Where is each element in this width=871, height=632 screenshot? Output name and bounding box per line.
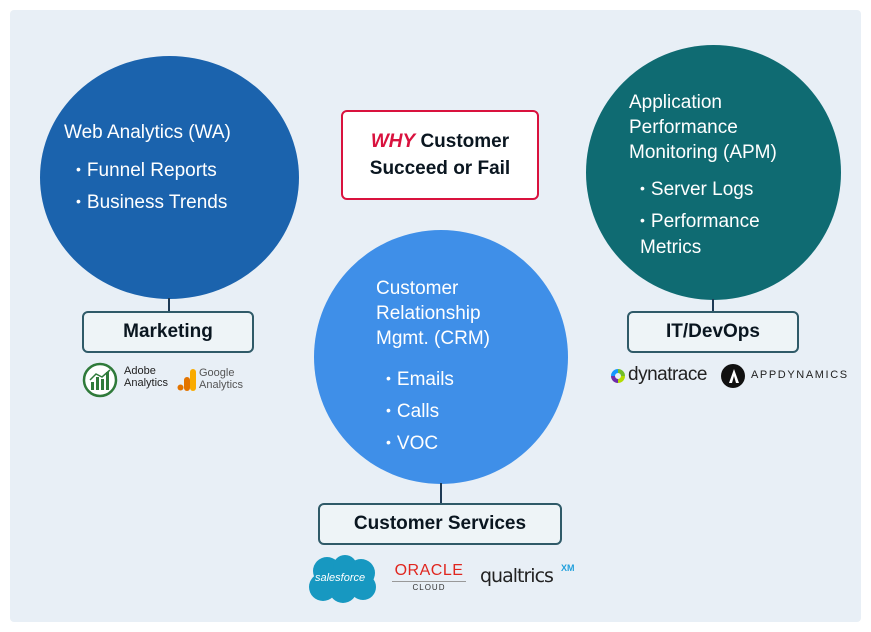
why-line2: Succeed or Fail — [369, 158, 511, 179]
adobe-line2: Analytics — [124, 377, 169, 389]
dynatrace-logo: dynatrace — [609, 364, 713, 388]
why-line1-rest: Customer — [415, 131, 510, 152]
google-line1: Google — [199, 367, 235, 379]
google-line2: Analytics — [199, 379, 244, 391]
adobe-line1: Adobe — [124, 365, 156, 377]
oracle-cloud-logo: ORACLE CLOUD — [388, 562, 470, 598]
qualtrics-text: qualtrics — [480, 565, 554, 587]
customer-services-connector — [440, 483, 442, 504]
apm-title: Application Performance Monitoring (APM) — [629, 92, 777, 163]
qualtrics-xm: XM — [561, 563, 575, 573]
list-item: •Funnel Reports — [76, 160, 217, 181]
crm-title: Customer Relationship Mgmt. (CRM) — [376, 278, 490, 349]
list-item: •Calls — [386, 401, 440, 422]
web-analytics-title: Web Analytics (WA) — [64, 122, 231, 143]
apm-circle: Application Performance Monitoring (APM)… — [586, 45, 841, 300]
why-text: WHY — [370, 131, 416, 152]
list-item: •Emails — [386, 369, 454, 390]
crm-circle: Customer Relationship Mgmt. (CRM) •Email… — [314, 230, 568, 484]
salesforce-cloud-icon — [309, 555, 376, 603]
qualtrics-logo: qualtrics XM — [480, 559, 580, 593]
salesforce-text: salesforce — [315, 572, 366, 584]
list-item: •VOC — [386, 433, 439, 454]
google-analytics-icon — [177, 369, 196, 391]
dynatrace-icon — [611, 369, 625, 383]
list-item: •Business Trends — [76, 192, 228, 213]
web-analytics-list: •Funnel Reports •Business Trends — [76, 154, 227, 218]
google-analytics-logo: Google Analytics — [177, 366, 249, 394]
list-item: •Performance Metrics — [640, 211, 760, 258]
marketing-label: Marketing — [82, 311, 254, 353]
customer-services-label: Customer Services — [318, 503, 562, 545]
web-analytics-circle: Web Analytics (WA) •Funnel Reports •Busi… — [40, 56, 299, 299]
crm-list: •Emails •Calls •VOC — [386, 363, 454, 459]
marketing-connector — [168, 298, 170, 312]
adobe-analytics-logo: Adobe Analytics — [82, 361, 174, 399]
appdynamics-logo: APPDYNAMICS — [720, 362, 850, 390]
adobe-analytics-icon — [82, 362, 118, 398]
why-customer-box: WHY Customer Succeed or Fail — [341, 110, 539, 200]
salesforce-logo: salesforce — [305, 553, 381, 605]
list-item: •Server Logs — [640, 179, 754, 200]
oracle-sub: CLOUD — [412, 583, 446, 592]
apm-list: •Server Logs •Performance Metrics — [640, 175, 760, 265]
itdevops-label: IT/DevOps — [627, 311, 799, 353]
appdynamics-text: APPDYNAMICS — [751, 369, 849, 381]
dynatrace-text: dynatrace — [628, 364, 707, 385]
itdevops-connector — [712, 299, 714, 312]
oracle-text: ORACLE — [394, 562, 464, 579]
appdynamics-icon — [721, 364, 745, 388]
